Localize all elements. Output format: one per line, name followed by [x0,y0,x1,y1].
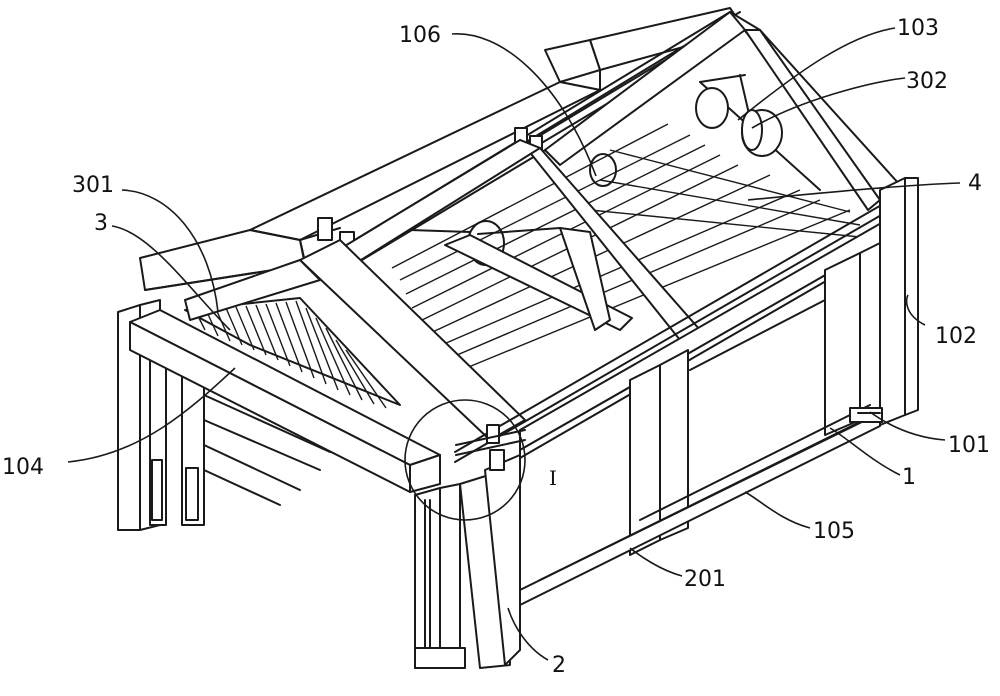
detail-circle-i [404,399,526,521]
post-102 [849,177,919,426]
label-101: 101 [948,433,990,458]
label-201: 201 [684,567,726,592]
label-i: I [549,466,557,490]
label-301: 301 [72,173,114,198]
label-2: 2 [552,653,566,678]
joint-detail [404,399,526,521]
beam-104 [129,309,441,493]
label-102: 102 [935,324,977,349]
label-4: 4 [968,171,982,196]
labels: 106 103 302 301 3 4 102 101 1 104 I 105 … [2,16,990,678]
label-302: 302 [906,69,948,94]
truss-front [184,239,526,441]
roof-ridge [139,7,746,291]
left-end-slats [184,297,401,409]
label-104: 104 [2,455,44,480]
label-3: 3 [94,211,108,236]
label-103: 103 [897,16,939,41]
label-105: 105 [813,519,855,544]
leader-lines [67,27,961,661]
truss-middle [329,139,701,341]
label-106: 106 [399,23,441,48]
label-1: 1 [902,465,916,490]
